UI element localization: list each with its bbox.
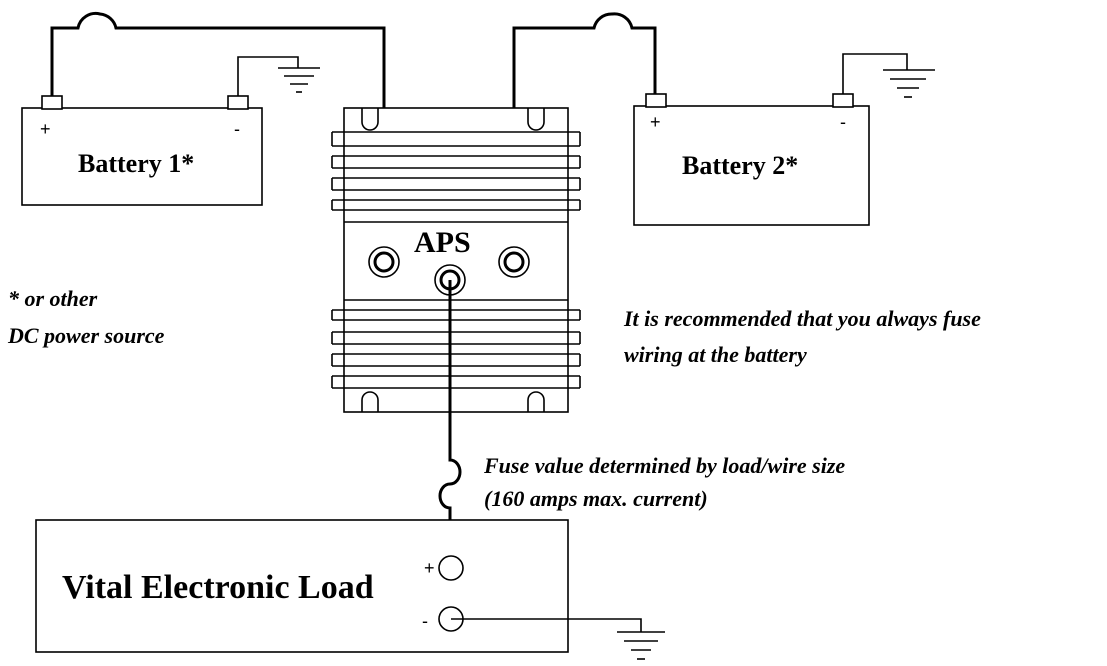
other-source-note-line-1: * or other bbox=[8, 286, 98, 311]
load-body bbox=[35, 519, 569, 653]
battery-1-ground-icon bbox=[237, 56, 320, 96]
battery-1-plus-sign: + bbox=[40, 119, 51, 139]
aps-label: APS bbox=[414, 226, 471, 259]
battery-2-fused-wire bbox=[512, 12, 657, 262]
aps-bottom-fins bbox=[331, 309, 581, 412]
load-plus-sign: + bbox=[424, 558, 435, 578]
battery-2: + - Battery 2* bbox=[633, 93, 870, 226]
battery-2-positive-terminal bbox=[645, 93, 667, 108]
battery-2-plus-sign: + bbox=[650, 112, 661, 132]
fuse-recommendation-line-2: wiring at the battery bbox=[624, 342, 807, 367]
load-ground-icon bbox=[451, 618, 665, 660]
battery-2-body bbox=[633, 105, 870, 226]
battery-1-body bbox=[21, 107, 263, 206]
fuse-value-note-line-2: (160 amps max. current) bbox=[484, 486, 708, 511]
battery-1-label: Battery 1* bbox=[78, 149, 194, 178]
aps-top-fins bbox=[331, 108, 581, 211]
fuse-value-note-line-1: Fuse value determined by load/wire size bbox=[483, 453, 845, 478]
load-label: Vital Electronic Load bbox=[62, 569, 374, 606]
load-minus-sign: - bbox=[422, 611, 428, 631]
battery-2-ground-icon bbox=[842, 53, 935, 98]
battery-2-negative-terminal bbox=[832, 93, 854, 108]
load-positive-terminal bbox=[438, 555, 464, 581]
battery-1-negative-terminal bbox=[227, 95, 249, 110]
battery-1: + - Battery 1* bbox=[21, 95, 263, 206]
aps-unit: APS bbox=[331, 107, 581, 413]
aps-battery-1-terminal bbox=[368, 246, 400, 278]
aps-battery-2-terminal bbox=[498, 246, 530, 278]
fuse-recommendation-line-1: It is recommended that you always fuse bbox=[623, 306, 981, 331]
aps-body bbox=[343, 107, 569, 413]
battery-1-fused-wire bbox=[50, 12, 386, 262]
vital-electronic-load: Vital Electronic Load + - bbox=[35, 519, 569, 653]
battery-1-minus-sign: - bbox=[234, 119, 240, 139]
battery-2-label: Battery 2* bbox=[682, 151, 798, 180]
other-source-note-line-2: DC power source bbox=[7, 323, 165, 348]
battery-2-minus-sign: - bbox=[840, 112, 846, 132]
battery-1-positive-terminal bbox=[41, 95, 63, 110]
output-fused-wire bbox=[438, 280, 462, 556]
